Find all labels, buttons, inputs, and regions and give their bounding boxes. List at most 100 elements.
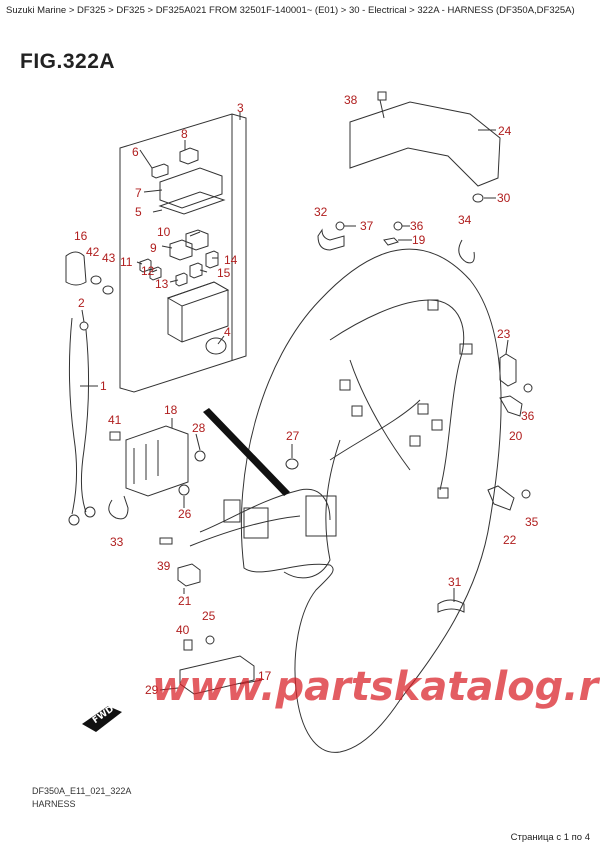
part-38-bolt xyxy=(377,91,387,101)
callout-19: 19 xyxy=(412,233,426,247)
callout-32: 32 xyxy=(314,205,328,219)
callout-2: 2 xyxy=(78,296,85,310)
callout-14: 14 xyxy=(224,253,238,267)
callout-4: 4 xyxy=(224,325,231,339)
part-32-clamp xyxy=(317,228,345,251)
callout-27: 27 xyxy=(286,429,300,443)
fwd-arrow: FWD xyxy=(82,704,122,732)
callout-17: 17 xyxy=(258,669,272,683)
callout-36-right: 36 xyxy=(521,409,535,423)
part-34-tie xyxy=(458,239,475,264)
callout-9: 9 xyxy=(150,241,157,255)
part-19-grommet xyxy=(383,237,399,246)
callout-25: 25 xyxy=(202,609,216,623)
part-24-bracket xyxy=(349,101,501,187)
callout-3: 3 xyxy=(237,101,244,115)
part-23-bracket xyxy=(499,353,517,387)
callout-5: 5 xyxy=(135,205,142,219)
part-39-bolt xyxy=(159,537,173,545)
breadcrumb: Suzuki Marine > DF325 > DF325 > DF325A02… xyxy=(6,5,575,16)
part-13-fuse xyxy=(175,272,188,287)
part-35-bolt xyxy=(521,489,531,499)
callout-42: 42 xyxy=(86,245,100,259)
page-indicator: Страница с 1 по 4 xyxy=(510,832,590,843)
part-5-gasket xyxy=(158,191,226,215)
callout-10: 10 xyxy=(157,225,171,239)
part-20-bracket xyxy=(499,395,523,417)
part-25-nut xyxy=(205,635,215,645)
callout-39: 39 xyxy=(157,559,171,573)
callout-7: 7 xyxy=(135,186,142,200)
connector-block xyxy=(305,495,337,537)
fuse-box-body xyxy=(167,281,229,343)
part-42-nut xyxy=(90,275,102,285)
part-8-cap xyxy=(179,147,199,165)
part-7-cover xyxy=(159,167,223,209)
figure-title: FIG.322A xyxy=(20,50,116,73)
callout-30: 30 xyxy=(497,191,511,205)
part-10-relay xyxy=(185,229,209,251)
part-17-bracket xyxy=(179,655,255,695)
part-31-clip xyxy=(437,599,465,613)
callout-12: 12 xyxy=(141,264,155,278)
callout-6: 6 xyxy=(132,145,139,159)
part-27-grommet xyxy=(285,458,299,470)
part-28-nut xyxy=(194,450,206,462)
figure-code: DF350A_E11_021_322A xyxy=(32,786,132,796)
callout-40: 40 xyxy=(176,623,190,637)
callout-26: 26 xyxy=(178,507,192,521)
part-36b-bolt xyxy=(523,383,533,393)
cowling-outline xyxy=(240,248,502,753)
part-1-cable xyxy=(68,317,78,515)
callout-18: 18 xyxy=(164,403,178,417)
callout-21: 21 xyxy=(178,594,192,608)
callout-1: 1 xyxy=(100,379,107,393)
part-2-terminal xyxy=(79,321,89,331)
callout-38: 38 xyxy=(344,93,358,107)
part-22-bracket xyxy=(487,485,515,511)
callout-41: 41 xyxy=(108,413,122,427)
watermark-text: www.partskatalog.ru xyxy=(152,664,600,710)
fuse-box-top xyxy=(166,281,230,307)
part-11-fuse xyxy=(139,258,152,273)
callout-34: 34 xyxy=(458,213,472,227)
callout-24: 24 xyxy=(498,124,512,138)
part-18-bracket xyxy=(125,425,189,497)
callout-43: 43 xyxy=(102,251,116,265)
callout-11: 11 xyxy=(120,255,133,269)
part-14-fuse xyxy=(205,250,219,269)
callout-8: 8 xyxy=(181,127,188,141)
callout-20: 20 xyxy=(509,429,523,443)
part-9-relay xyxy=(169,239,193,261)
part-33-clamp xyxy=(108,495,129,520)
part-36-bolt xyxy=(393,221,403,231)
pointer-arrow xyxy=(203,408,290,496)
callout-28: 28 xyxy=(192,421,206,435)
callout-13: 13 xyxy=(155,277,169,291)
callout-29: 29 xyxy=(145,683,159,697)
callout-37: 37 xyxy=(360,219,374,233)
callout-23: 23 xyxy=(497,327,511,341)
callout-36-top: 36 xyxy=(410,219,424,233)
part-6-clip xyxy=(151,163,169,179)
callout-15: 15 xyxy=(217,266,231,280)
part-26-washer xyxy=(178,484,190,496)
figure-name: HARNESS xyxy=(32,799,76,809)
part-37-bolt xyxy=(335,221,345,231)
callout-16: 16 xyxy=(74,229,88,243)
part-4-grommet xyxy=(205,337,227,355)
callout-labels: 3 8 6 7 5 10 9 11 12 14 15 13 4 16 42 43… xyxy=(74,93,539,697)
main-harness xyxy=(329,299,465,491)
part-15-fuse xyxy=(189,262,203,279)
part-16-boot xyxy=(65,251,87,286)
part-40-bolt xyxy=(183,639,193,651)
part-30-cap xyxy=(472,193,484,203)
callout-31: 31 xyxy=(448,575,462,589)
callout-35: 35 xyxy=(525,515,539,529)
callout-22: 22 xyxy=(503,533,517,547)
part-12-fuse xyxy=(149,266,162,281)
part-43-washer xyxy=(102,285,114,295)
callout-33: 33 xyxy=(110,535,124,549)
part-41-bolt xyxy=(109,431,121,441)
